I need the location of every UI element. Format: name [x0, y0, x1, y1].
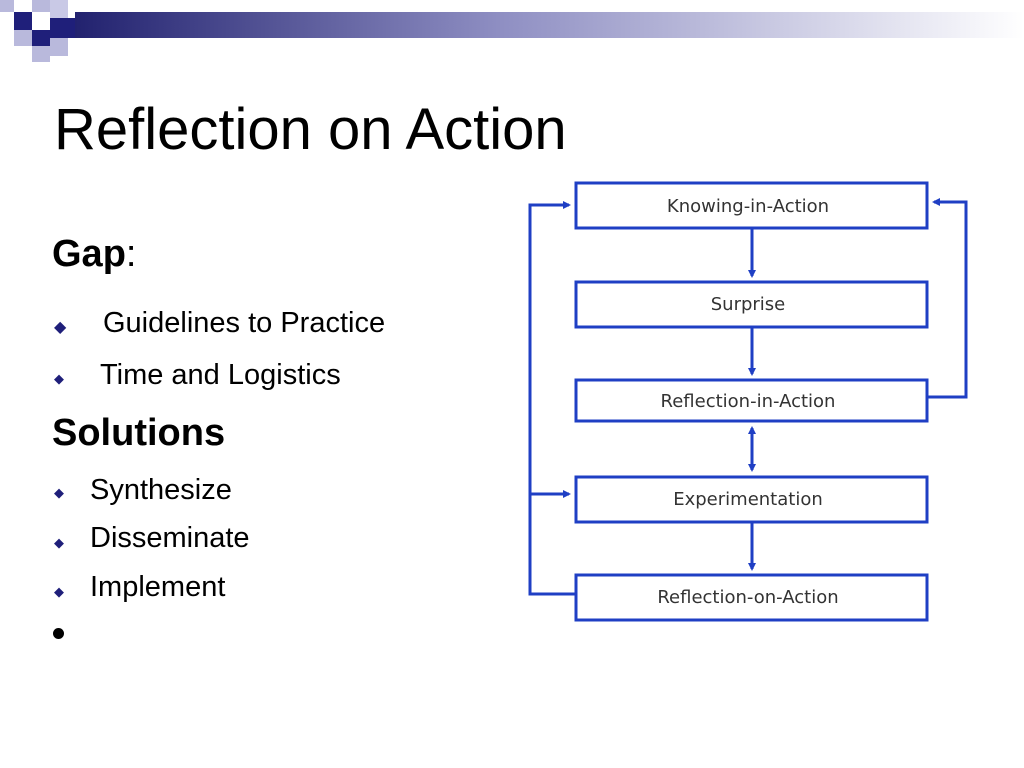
- gap-heading: Gap:: [52, 233, 136, 276]
- empty-bullet-dot: [53, 628, 64, 639]
- box-label: Surprise: [711, 294, 786, 315]
- diamond-bullet-icon: ◆: [54, 584, 64, 599]
- solution-item: Disseminate: [90, 522, 250, 554]
- box-reflection-in-action: [574, 378, 929, 423]
- gap-item: Time and Logistics: [100, 359, 341, 391]
- box-knowing-in-action: [574, 181, 929, 230]
- solutions-heading-label: Solutions: [52, 412, 226, 454]
- box-reflection-on-action: [574, 573, 929, 622]
- solution-item: Implement: [90, 571, 226, 603]
- gap-heading-label: Gap: [52, 233, 126, 275]
- diamond-bullet-icon: ◆: [54, 319, 67, 336]
- arrow-loop-right: [927, 198, 968, 399]
- reflection-flow-diagram: Knowing-in-Action Surprise Reflection-in…: [528, 181, 968, 622]
- box-label: Reflection-in-Action: [661, 391, 836, 412]
- box-label: Reflection-on-Action: [657, 587, 838, 608]
- diamond-bullet-icon: ◆: [54, 371, 64, 386]
- diamond-bullet-icon: ◆: [54, 485, 64, 500]
- gap-heading-colon: :: [125, 233, 137, 275]
- gap-item: Guidelines to Practice: [103, 307, 386, 339]
- box-label: Experimentation: [673, 489, 823, 510]
- diamond-bullet-icon: ◆: [54, 535, 64, 550]
- top-banner: [0, 0, 1024, 62]
- solutions-heading: Solutions: [52, 412, 225, 455]
- slide-title: Reflection on Action: [54, 97, 567, 162]
- box-label: Knowing-in-Action: [667, 196, 829, 217]
- solution-item: Synthesize: [90, 474, 232, 506]
- box-experimentation: [574, 475, 929, 524]
- arrow-loop-left: [528, 201, 576, 596]
